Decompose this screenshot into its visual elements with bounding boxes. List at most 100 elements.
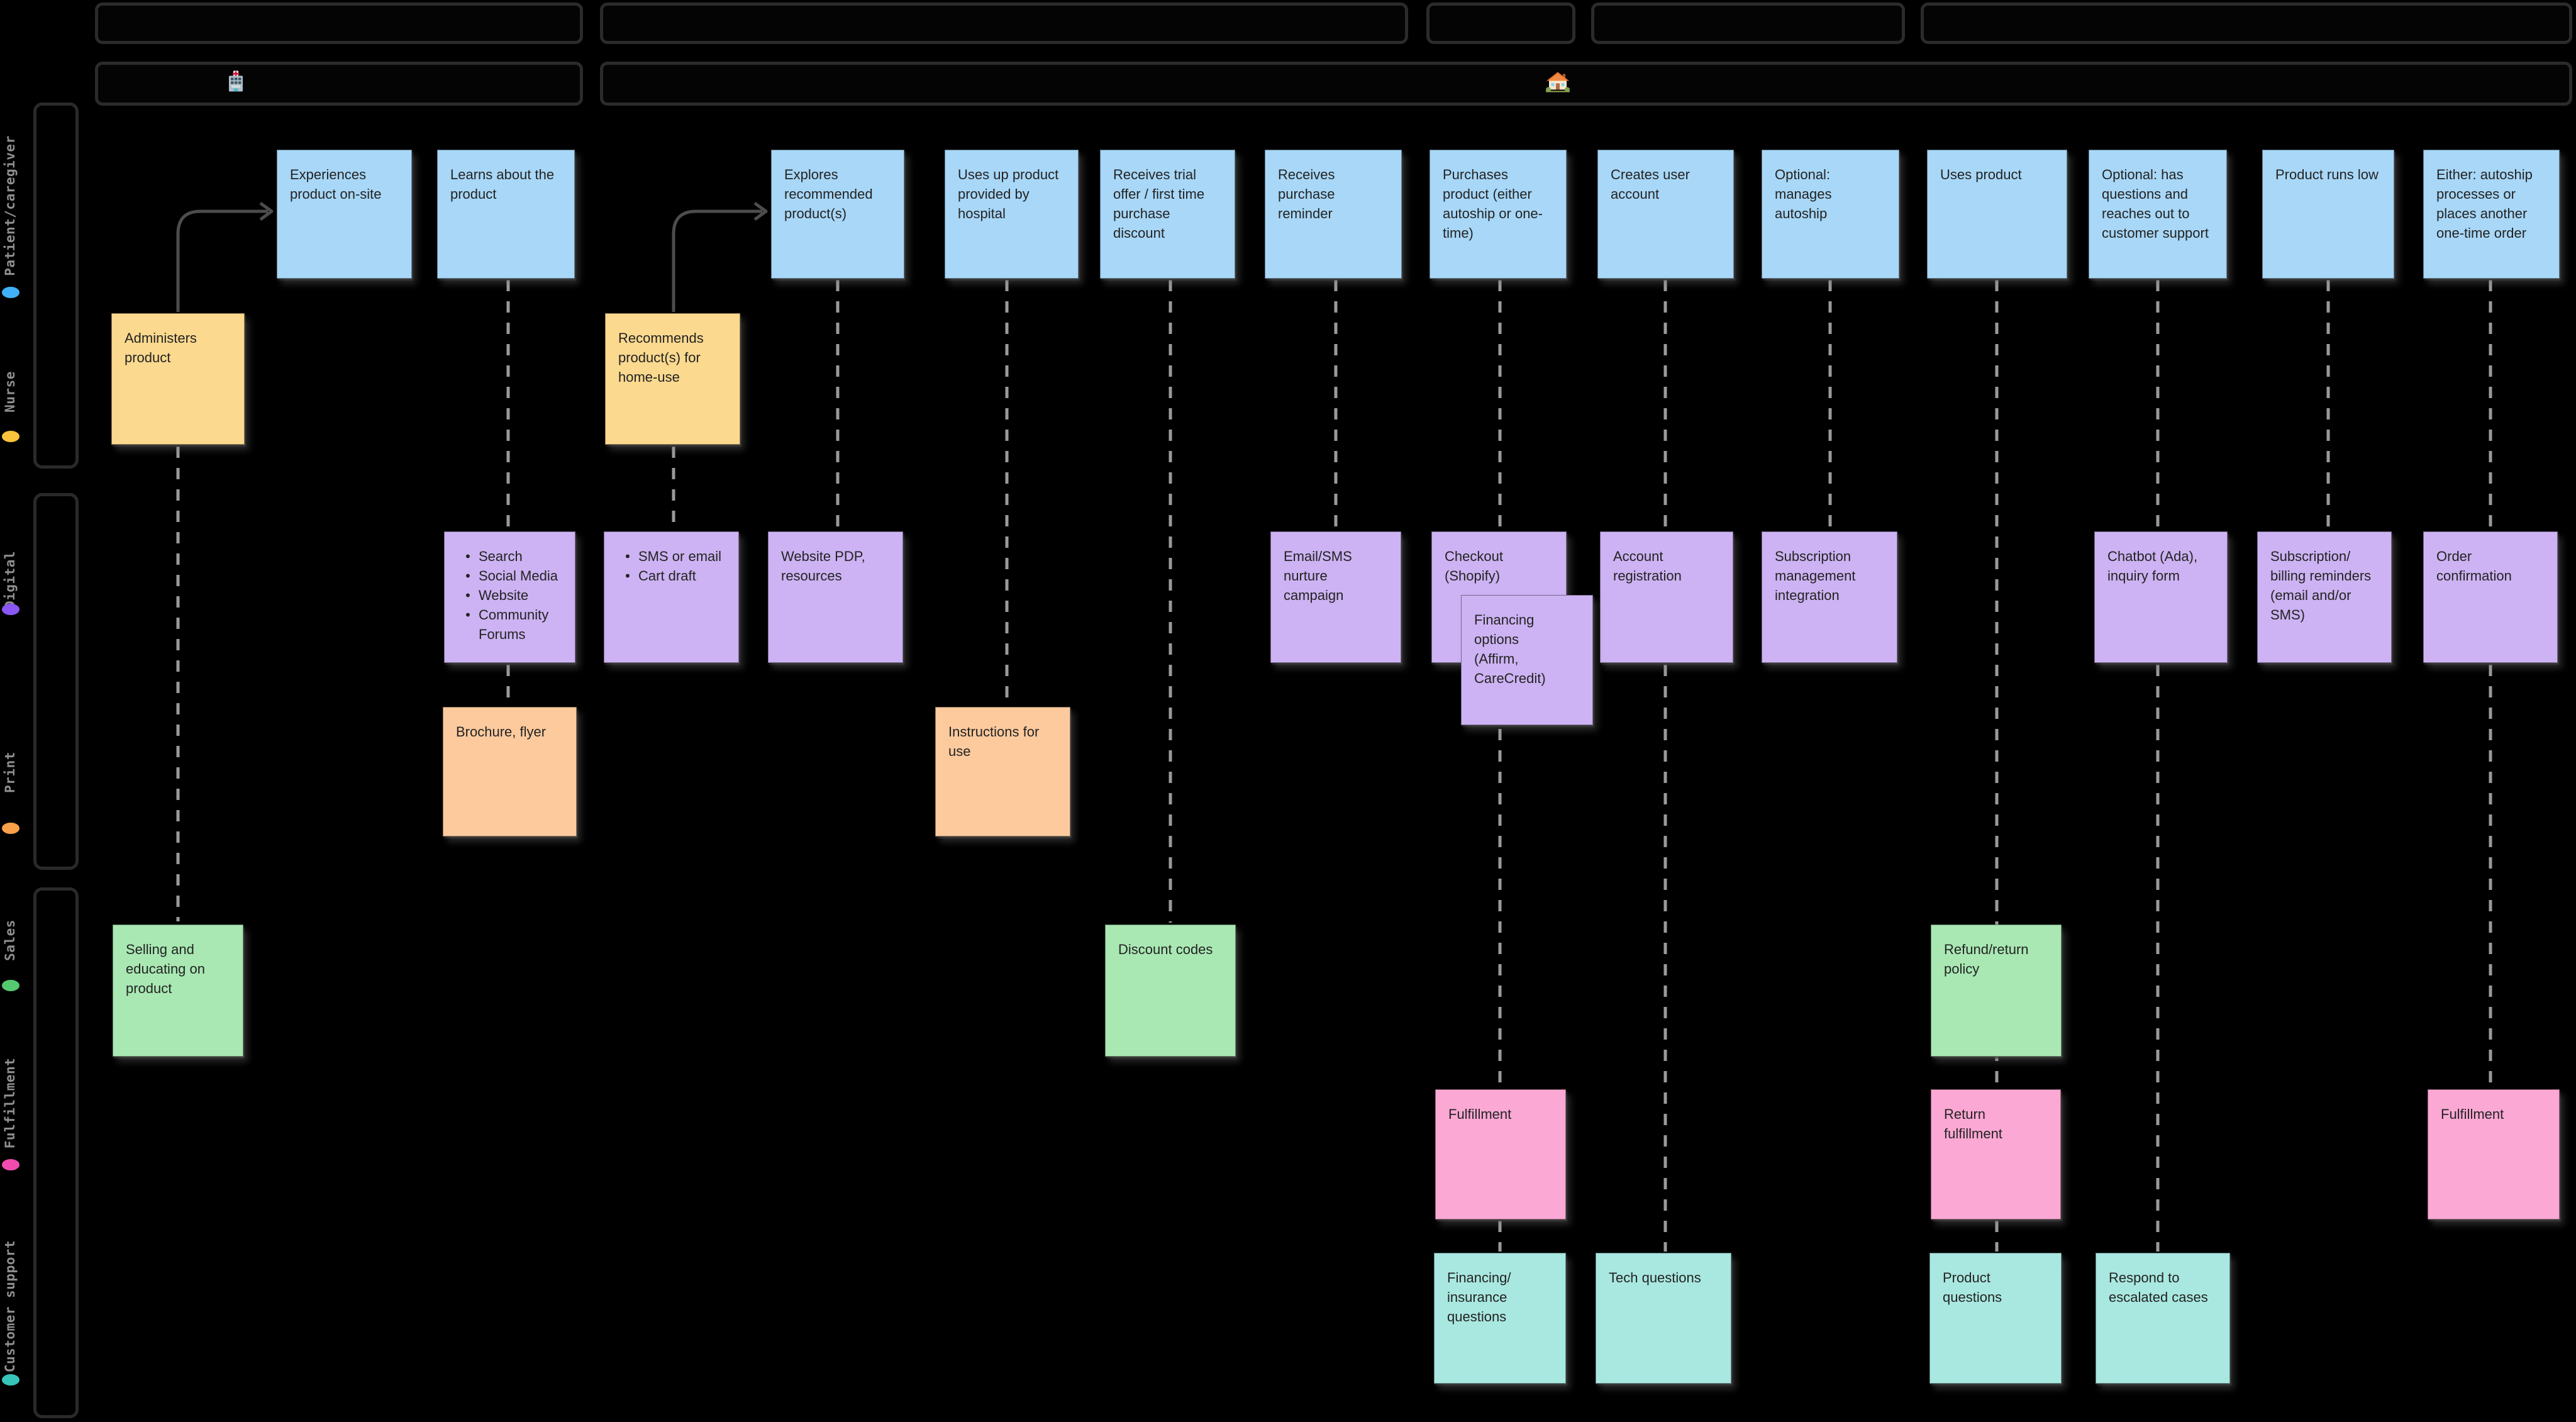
bullet-line: Cart draft: [617, 566, 726, 586]
sticky-note-uses-product[interactable]: Uses product: [1927, 150, 2067, 279]
lane-color-dot[interactable]: [2, 287, 19, 298]
phase-frame-3[interactable]: [1426, 3, 1575, 44]
sticky-note-financing-options[interactable]: Financing options (Affirm, CareCredit): [1461, 595, 1593, 725]
lane-color-dot[interactable]: [2, 1159, 19, 1170]
bullet-text: Cart draft: [638, 568, 696, 584]
note-text: Website PDP, resources: [781, 548, 865, 584]
sticky-note-creates-user-account[interactable]: Creates user account: [1597, 150, 1734, 279]
sticky-note-brochure-flyer[interactable]: Brochure, flyer: [443, 707, 577, 836]
sticky-note-explores-recommended-products[interactable]: Explores recommended product(s): [771, 150, 904, 279]
note-text: Either: autoship processes or places ano…: [2436, 167, 2533, 241]
lane-color-dot[interactable]: [2, 980, 19, 991]
note-text: Chatbot (Ada), inquiry form: [2107, 548, 2198, 584]
sticky-note-optional-has-questions[interactable]: Optional: has questions and reaches out …: [2089, 150, 2227, 279]
phase-frame-4[interactable]: [1591, 3, 1905, 44]
sticky-note-email-sms-nurture-campaign[interactable]: Email/SMS nurture campaign: [1270, 531, 1401, 663]
sticky-note-receives-purchase-reminder[interactable]: Receives purchase reminder: [1265, 150, 1402, 279]
bullet-line: SMS or email: [617, 547, 726, 566]
sticky-note-fulfillment-reorder[interactable]: Fulfillment: [2428, 1089, 2560, 1219]
lane-color-dot[interactable]: [2, 823, 19, 834]
sticky-note-chatbot-ada-inquiry-form[interactable]: Chatbot (Ada), inquiry form: [2094, 531, 2228, 663]
note-text: Administers product: [125, 330, 197, 365]
bullet-line: Search: [457, 547, 562, 566]
note-text: Fulfillment: [1448, 1106, 1512, 1122]
sticky-note-order-confirmation[interactable]: Order confirmation: [2423, 531, 2558, 663]
sticky-note-return-fulfillment[interactable]: Return fulfillment: [1931, 1089, 2061, 1219]
note-text: Financing options (Affirm, CareCredit): [1474, 612, 1546, 686]
sticky-note-respond-to-escalated-cases[interactable]: Respond to escalated cases: [2096, 1253, 2230, 1384]
hospital-icon: [226, 70, 246, 97]
note-text: Financing/ insurance questions: [1447, 1270, 1511, 1325]
sticky-note-website-pdp-resources[interactable]: Website PDP, resources: [768, 531, 903, 663]
note-text: Experiences product on-site: [290, 167, 382, 202]
bullet-text: Social Media: [479, 568, 558, 584]
sticky-note-recommends-products-for-home-use[interactable]: Recommends product(s) for home-use: [605, 313, 740, 445]
sticky-note-account-registration[interactable]: Account registration: [1600, 531, 1733, 663]
sticky-note-experiences-product-on-site[interactable]: Experiences product on-site: [277, 150, 412, 279]
note-text: Account registration: [1613, 548, 1682, 584]
sticky-note-purchases-product[interactable]: Purchases product (either autoship or on…: [1430, 150, 1567, 279]
note-text: Email/SMS nurture campaign: [1284, 548, 1352, 603]
sticky-note-subscription-billing-reminders[interactable]: Subscription/ billing reminders (email a…: [2257, 531, 2392, 663]
note-text: Return fulfillment: [1944, 1106, 2002, 1141]
sticky-note-financing-insurance-questions[interactable]: Financing/ insurance questions: [1434, 1253, 1566, 1384]
note-text: Product questions: [1943, 1270, 2002, 1305]
lane-group-box-2[interactable]: [33, 493, 79, 870]
lane-group-box-1[interactable]: [33, 103, 79, 469]
sticky-note-fulfillment-purchase[interactable]: Fulfillment: [1435, 1089, 1566, 1219]
note-text: Tech questions: [1609, 1270, 1701, 1286]
setting-frame-2[interactable]: [600, 62, 2572, 106]
note-text: Receives trial offer / first time purcha…: [1113, 167, 1205, 241]
sticky-note-product-runs-low[interactable]: Product runs low: [2262, 150, 2394, 279]
note-text: Uses up product provided by hospital: [958, 167, 1059, 221]
note-text: Checkout (Shopify): [1445, 548, 1503, 584]
bullet-text: SMS or email: [638, 548, 722, 564]
lane-color-dot[interactable]: [2, 604, 19, 615]
note-text: Explores recommended product(s): [784, 167, 873, 221]
setting-frame-1[interactable]: [95, 62, 583, 106]
phase-frame-2[interactable]: [600, 3, 1408, 44]
sticky-note-discount-codes[interactable]: Discount codes: [1105, 925, 1236, 1057]
lane-group-box-3[interactable]: [33, 887, 79, 1418]
note-text: Receives purchase reminder: [1278, 167, 1335, 221]
bullet-line: Website: [457, 586, 562, 605]
sticky-note-either-autoship-processes[interactable]: Either: autoship processes or places ano…: [2423, 150, 2560, 279]
sticky-note-digital-discovery-channels[interactable]: SearchSocial MediaWebsiteCommunity Forum…: [444, 531, 575, 663]
arrowhead-icon: [259, 201, 274, 221]
note-text: Order confirmation: [2436, 548, 2512, 584]
note-text: Instructions for use: [948, 724, 1040, 759]
elbow-arrow-connector[interactable]: [176, 209, 268, 312]
arrowhead-icon: [753, 201, 768, 221]
note-text: Refund/return policy: [1944, 942, 2029, 977]
note-text: Optional: has questions and reaches out …: [2102, 167, 2209, 241]
sticky-note-selling-and-educating-on-product[interactable]: Selling and educating on product: [113, 925, 243, 1057]
sticky-note-uses-up-product-provided-by-hospital[interactable]: Uses up product provided by hospital: [945, 150, 1079, 279]
note-text: Uses product: [1940, 167, 2022, 182]
note-text: Learns about the product: [450, 167, 555, 202]
note-text: Purchases product (either autoship or on…: [1443, 167, 1543, 241]
sticky-note-refund-return-policy[interactable]: Refund/return policy: [1931, 925, 2062, 1057]
sticky-note-tech-questions[interactable]: Tech questions: [1596, 1253, 1731, 1384]
note-text: Optional: manages autoship: [1775, 167, 1832, 221]
sticky-note-receives-trial-offer[interactable]: Receives trial offer / first time purcha…: [1100, 150, 1235, 279]
bullet-text: Website: [479, 587, 529, 603]
note-text: Fulfillment: [2441, 1106, 2504, 1122]
note-text: Brochure, flyer: [456, 724, 547, 740]
sticky-note-product-questions[interactable]: Product questions: [1929, 1253, 2062, 1384]
sticky-note-optional-manages-autoship[interactable]: Optional: manages autoship: [1762, 150, 1899, 279]
lane-color-dot[interactable]: [2, 431, 19, 442]
elbow-arrow-connector[interactable]: [672, 209, 762, 312]
phase-frame-5[interactable]: [1921, 3, 2572, 44]
note-text: Recommends product(s) for home-use: [618, 330, 704, 385]
note-text: Discount codes: [1118, 942, 1213, 957]
note-text: Product runs low: [2275, 167, 2379, 182]
lane-color-dot[interactable]: [2, 1374, 19, 1386]
sticky-note-sms-email-cart-draft[interactable]: SMS or emailCart draft: [604, 531, 739, 663]
sticky-note-instructions-for-use[interactable]: Instructions for use: [935, 707, 1070, 836]
sticky-note-subscription-management-integration[interactable]: Subscription management integration: [1762, 531, 1897, 663]
phase-frame-1[interactable]: [95, 3, 583, 44]
sticky-note-learns-about-the-product[interactable]: Learns about the product: [437, 150, 575, 279]
sticky-note-administers-product[interactable]: Administers product: [111, 313, 245, 445]
